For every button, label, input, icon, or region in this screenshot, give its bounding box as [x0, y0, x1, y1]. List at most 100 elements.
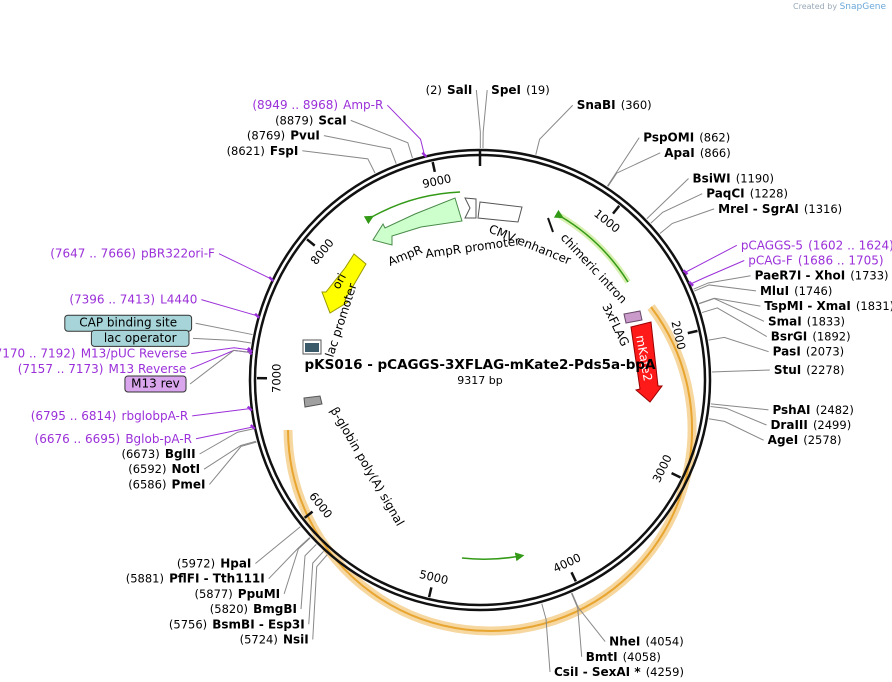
m13-reverse-site-label: (7157 .. 7173) M13 Reverse [18, 358, 186, 377]
tspmi-xmai-leader [698, 297, 761, 307]
mrei-sgrai-leader [659, 208, 715, 234]
smai-name: SmaI [768, 314, 802, 328]
draiii-name: DraIII [770, 418, 807, 432]
agei-leader [708, 418, 764, 441]
tick-mark-4000 [570, 571, 577, 582]
apai-leader [607, 152, 661, 187]
pbr322ori-f-pos: (7647 .. 7666) [50, 246, 136, 260]
m13-rev-label: M13 rev [131, 377, 180, 391]
pcag-f-name: pCAG-F [748, 253, 793, 267]
plasmid-title: pKS016 - pCAGGS-3XFLAG-mKate2-Pds5a-bpA [304, 357, 656, 373]
bmti-pos: (4058) [623, 649, 661, 663]
apai-pos: (866) [700, 145, 731, 159]
hpai-pos: (5972) [177, 556, 215, 570]
m13-reverse-leader [190, 349, 250, 370]
bglob-pa-r-site-label: (6676 .. 6695) Bglob-pA-R [35, 428, 193, 447]
tick-mark-2000 [687, 329, 698, 335]
tick-label-9000: 9000 [421, 171, 453, 191]
scai-leader [350, 119, 413, 159]
pbr322ori-f-site-mark [268, 276, 275, 282]
pbr322ori-f-site-label: (7647 .. 7666) pBR322ori-F [50, 243, 215, 262]
mlui-pos: (1746) [794, 283, 832, 297]
stui-name: StuI [774, 362, 801, 376]
mlui-site-label: MluI (1746) [760, 280, 832, 299]
pmei-site-label: (6586) PmeI [128, 474, 205, 493]
bsmbi-esp3i-site-label: (5756) BsmBI - Esp3I [169, 614, 305, 633]
bmgbi-pos: (5820) [210, 602, 248, 616]
paqci-leader [650, 193, 703, 224]
fspi-pos: (8621) [227, 143, 265, 157]
feature-label-ampr-promoter: AmpR promoter [424, 234, 520, 261]
sali-pos: (2) [426, 83, 442, 97]
smai-site-label: SmaI (1833) [768, 311, 845, 330]
tick-label-3000: 3000 [649, 452, 674, 484]
ppumi-site-label: (5877) PpuMI [194, 583, 280, 602]
bglob-pa-r-site-mark [249, 424, 256, 430]
agei-name: AgeI [768, 433, 798, 447]
tspmi-xmai-name: TspMI - XmaI [764, 299, 850, 313]
ppumi-name: PpuMI [238, 586, 280, 600]
feature-label-ampr: AmpR [386, 242, 424, 268]
feature-label-ori: ori [329, 271, 349, 291]
pvui-pos: (8769) [247, 128, 285, 142]
hpai-name: HpaI [220, 556, 251, 570]
mlui-name: MluI [760, 283, 789, 297]
l4440-leader [201, 299, 258, 317]
paer7i-xhoi-leader [693, 275, 751, 290]
scai-site-label: (8879) ScaI [275, 110, 347, 129]
nhei-pos: (4054) [645, 634, 683, 648]
tick-mark-3000 [671, 471, 682, 479]
pshai-pos: (2482) [816, 402, 854, 416]
pcaggs-5-site-label: pCAGGS-5 (1602 .. 1624) [741, 235, 892, 254]
tick-label-1000: 1000 [591, 206, 623, 235]
stui-leader [711, 369, 770, 373]
sali-leader [475, 89, 481, 149]
amp-r-name: Amp-R [343, 98, 383, 112]
bsiwi-pos: (1190) [736, 171, 774, 185]
paqci-site-label: PaqCI (1228) [706, 183, 788, 202]
smai-leader [698, 298, 765, 322]
bsmbi-esp3i-leader [308, 550, 324, 625]
pspomi-name: PspOMI [643, 130, 694, 144]
bsiwi-site-label: BsiWI (1190) [693, 168, 774, 187]
pmei-pos: (6586) [128, 477, 166, 491]
pshai-leader [710, 403, 769, 411]
tick-label-5000: 5000 [418, 567, 450, 587]
orf-arc-ampr-line [363, 191, 461, 225]
m13-puc-reverse-leader [191, 347, 251, 355]
snapgene-logo: SnapGene [839, 2, 886, 12]
smai-pos: (1833) [807, 314, 845, 328]
tick-label-2000: 2000 [668, 319, 688, 351]
rbglobpa-r-pos: (6795 .. 6814) [31, 408, 117, 422]
nhei-name: NheI [609, 634, 640, 648]
feature-label-bglobin-polya: β-globin poly(A) signal [327, 405, 407, 529]
pcag-f-site-label: pCAG-F (1686 .. 1705) [748, 250, 883, 269]
csii-sexai-site-label: CsiI - SexAI * (4259) [554, 662, 684, 681]
pspomi-site-label: PspOMI (862) [643, 127, 730, 146]
paer7i-xhoi-site-label: PaeR7I - XhoI (1733) [755, 265, 889, 284]
plasmid-length: 9317 bp [457, 374, 502, 387]
m13-puc-reverse-name: M13/pUC Reverse [81, 346, 188, 360]
pshai-site-label: PshAI (2482) [772, 399, 853, 418]
tick-label-8000: 8000 [307, 236, 336, 268]
pflfi-tth111i-leader [268, 537, 311, 580]
stui-pos: (2278) [806, 362, 844, 376]
lac-operator-leader [192, 337, 252, 344]
bsrgi-leader [701, 307, 767, 337]
bmgbi-site-label: (5820) BmgBI [210, 599, 297, 618]
bmgbi-name: BmgBI [253, 602, 297, 616]
pbr322ori-f-leader [218, 253, 272, 280]
agei-site-label: AgeI (2578) [768, 430, 842, 449]
orf-arc-small-line [553, 209, 629, 283]
mrei-sgrai-pos: (1316) [804, 201, 842, 215]
nhei-leader [571, 592, 606, 642]
m13-puc-reverse-site-mark [247, 346, 253, 353]
pspomi-leader [606, 137, 640, 187]
tick-mark-5000 [427, 587, 433, 598]
fspi-leader [302, 150, 376, 174]
pflfi-tth111i-name: PflFI - Tth111I [169, 571, 265, 585]
pspomi-pos: (862) [699, 130, 730, 144]
l4440-site-label: (7396 .. 7413) L4440 [69, 289, 197, 308]
draiii-pos: (2499) [813, 418, 851, 432]
l4440-name: L4440 [160, 292, 197, 306]
